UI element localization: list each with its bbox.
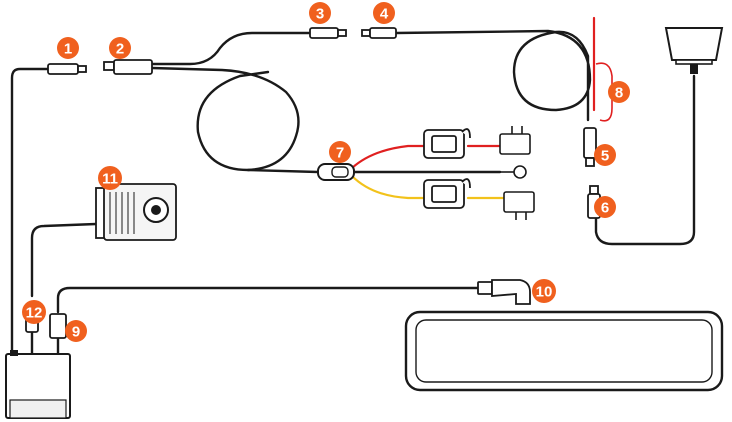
cable-9-10 — [58, 288, 478, 312]
connector-2 — [114, 60, 152, 74]
connector-9 — [50, 314, 66, 338]
main-unit-icon — [6, 350, 70, 418]
callout-5-label: 5 — [601, 148, 609, 165]
connector-2-tip — [104, 62, 114, 70]
callout-11: 11 — [98, 166, 122, 190]
cable-2-3 — [152, 33, 310, 64]
connector-1 — [48, 64, 78, 74]
callout-11-label: 11 — [102, 171, 118, 188]
fuse-holder-red-inner — [432, 136, 456, 152]
gps-antenna-icon — [666, 28, 722, 74]
connector-4 — [370, 28, 396, 38]
connector-1-tip — [78, 66, 86, 72]
callout-8-label: 8 — [615, 85, 623, 102]
callout-4: 4 — [373, 2, 395, 24]
callout-1: 1 — [57, 37, 79, 59]
fuse-holder-group — [424, 129, 470, 208]
fuse-tap-red — [500, 134, 530, 154]
connector-10-tip — [478, 282, 492, 294]
callout-3-label: 3 — [316, 6, 324, 23]
connector-5-tip — [586, 158, 594, 166]
cable-4-loop — [396, 31, 590, 120]
connector-10 — [492, 280, 530, 304]
callout-5: 5 — [594, 144, 616, 166]
fuse-tap-yellow — [504, 192, 534, 212]
callout-2: 2 — [109, 37, 131, 59]
connector-4-tip — [362, 30, 370, 36]
callout-1-label: 1 — [64, 41, 72, 58]
cable-loop-to-7 — [248, 170, 318, 172]
fuse-holder-yellow-inner — [432, 186, 456, 202]
mirror-monitor-icon — [406, 312, 722, 390]
callout-9-label: 9 — [72, 324, 80, 341]
callout-8: 8 — [608, 81, 630, 103]
fuse-tap-red-blades — [512, 126, 522, 134]
cable-2-loop — [152, 68, 298, 170]
callout-9: 9 — [65, 320, 87, 342]
fuse-tap-yellow-blades — [516, 212, 526, 220]
callout-6-label: 6 — [601, 200, 609, 217]
callout-3: 3 — [309, 2, 331, 24]
cable-11-main — [32, 224, 96, 296]
callout-12: 12 — [22, 300, 46, 324]
callout-6: 6 — [594, 196, 616, 218]
callout-7-label: 7 — [336, 145, 344, 162]
connector-6-tip — [590, 186, 598, 194]
terminal-group — [500, 126, 534, 220]
ring-terminal — [514, 166, 526, 178]
callout-2-label: 2 — [116, 41, 124, 58]
callout-4-label: 4 — [380, 6, 389, 23]
rear-camera-icon — [96, 184, 176, 240]
connector-3-tip — [338, 30, 346, 36]
connector-3 — [310, 28, 338, 38]
callout-7: 7 — [329, 141, 351, 163]
callout-10-label: 10 — [536, 284, 553, 301]
callout-12-label: 12 — [26, 305, 43, 322]
callout-10: 10 — [532, 279, 556, 303]
